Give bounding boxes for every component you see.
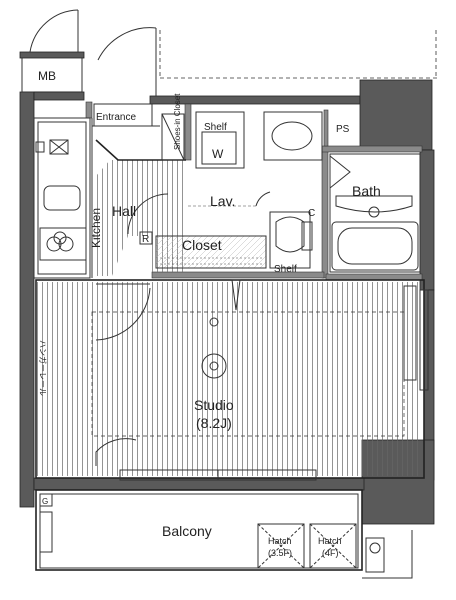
hatch-4f (309, 523, 357, 569)
label-kitchen: Kitchen (89, 208, 103, 248)
walls (19, 51, 435, 525)
label-hanger-rail: ハンガーレール (38, 340, 48, 396)
label-refrigerator: R (142, 234, 149, 245)
label-toilet-cabinet: C (308, 208, 315, 219)
label-balcony: Balcony (162, 523, 212, 539)
label-shoes-in-closet: Shoes-in Closet (173, 93, 182, 150)
balcony-area (35, 489, 413, 579)
labels: MB Entrance Shoes-in Closet Shelf W PS L… (38, 69, 381, 558)
label-lav: Lav. (210, 193, 235, 209)
washer-icon (201, 131, 237, 165)
label-hatch-4f-floor: (4F) (322, 548, 339, 558)
label-shelf-top: Shelf (204, 122, 227, 133)
bath-area (329, 153, 421, 273)
ceiling-light-icon (209, 317, 219, 327)
toilet-icon (269, 211, 313, 269)
bathtub-icon (331, 221, 419, 271)
label-entrance: Entrance (96, 112, 136, 123)
sink-icon (43, 185, 81, 211)
studio-area (35, 279, 429, 481)
label-studio-area: (8.2J) (196, 415, 232, 431)
lavatory-area (188, 111, 323, 269)
label-mb: MB (38, 69, 56, 83)
ceiling-light-icon (201, 353, 227, 379)
range-hood-icon (49, 139, 69, 155)
label-bath: Bath (352, 183, 381, 199)
label-gas-meter: G (42, 497, 48, 506)
label-hall: Hall (112, 203, 136, 219)
label-hatch-4f-name: Hatch (318, 536, 342, 546)
entrance-doors (29, 9, 440, 96)
kitchen-area (33, 117, 93, 279)
entrance-area (92, 103, 185, 161)
label-studio: Studio (194, 397, 234, 413)
label-closet: Closet (182, 237, 222, 253)
label-ps: PS (336, 124, 350, 135)
label-hatch-3.5f-floor: (3.5F) (268, 548, 292, 558)
closet-area (155, 235, 267, 269)
hatch-3.5f (257, 523, 305, 569)
wash-basin-icon (271, 121, 313, 151)
stove-icon (39, 227, 87, 261)
label-washer: W (212, 147, 224, 161)
label-shelf-toilet: Shelf (274, 264, 297, 275)
label-hatch-3.5f-name: Hatch (268, 536, 292, 546)
refrigerator-box (139, 231, 153, 245)
